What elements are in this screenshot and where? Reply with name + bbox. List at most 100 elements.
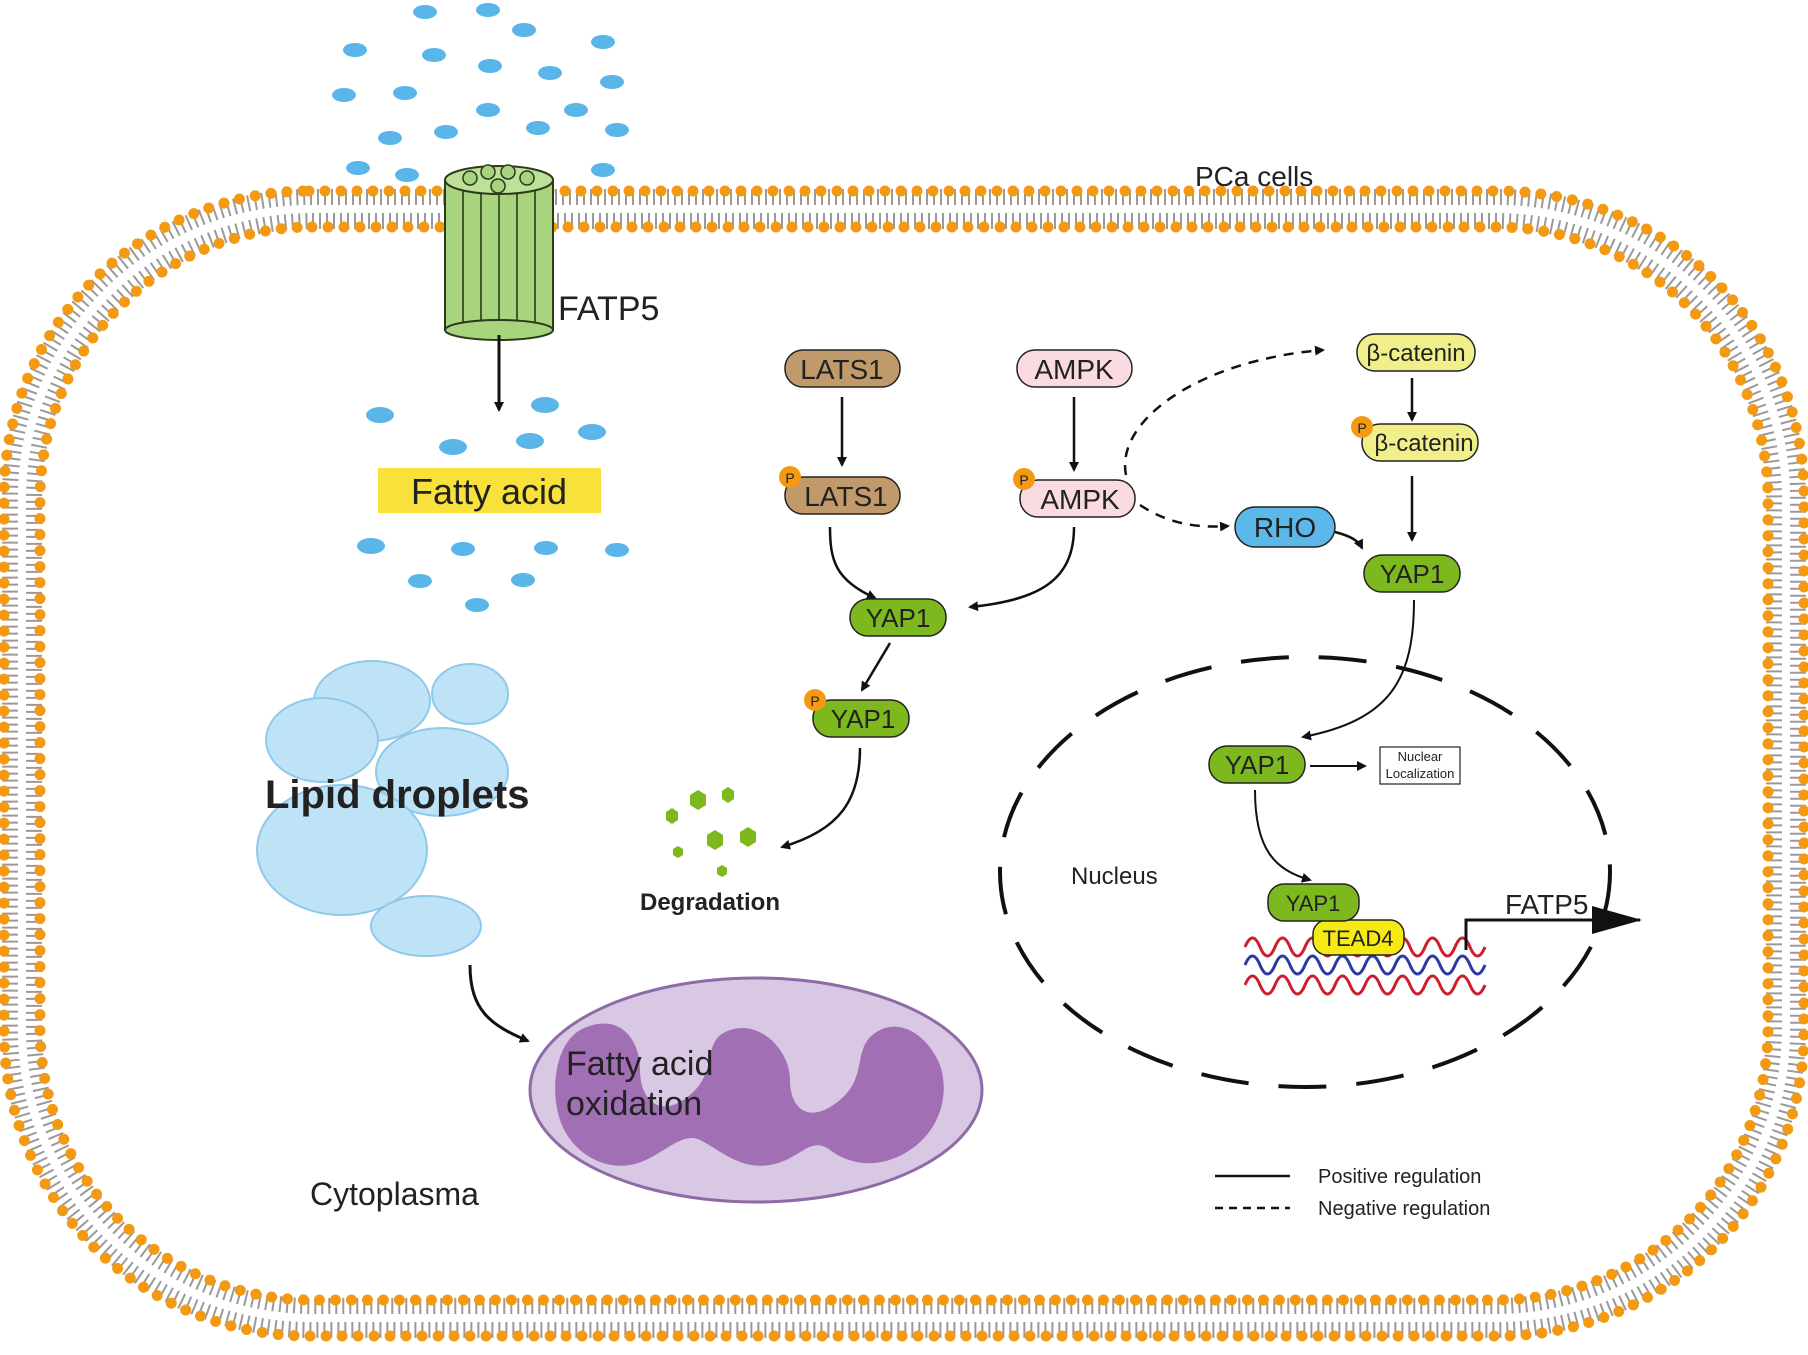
node-p-yap1: YAP1 P bbox=[804, 689, 910, 738]
nucleus-label: Nucleus bbox=[1071, 863, 1158, 890]
node-p-ampk: AMPK P bbox=[1013, 468, 1136, 518]
fatty-acid-molecule bbox=[439, 439, 467, 455]
rho-to-yap1-arrow bbox=[1334, 530, 1364, 550]
protein-fragment bbox=[722, 787, 734, 803]
fatty-acid-molecule bbox=[465, 598, 489, 612]
legend: Positive regulation Negative regulation bbox=[1215, 1166, 1490, 1220]
lipid-droplet bbox=[265, 697, 379, 783]
extracellular-fatty-acids bbox=[332, 3, 629, 182]
fatty-acid-label: Fatty acid bbox=[411, 471, 567, 512]
fatp5-transporter bbox=[444, 164, 554, 341]
yap1-box bbox=[849, 598, 947, 637]
ampk-label: AMPK bbox=[1034, 354, 1114, 385]
protein-fragment bbox=[690, 790, 706, 810]
fatty-acid-molecule bbox=[511, 573, 535, 587]
fatty-acid-molecule bbox=[395, 168, 419, 182]
intracellular-fatty-acids-lower bbox=[357, 538, 629, 612]
membrane-heads-outer bbox=[0, 185, 1808, 1342]
beta-catenin-label: β-catenin bbox=[1366, 340, 1465, 367]
p-ampk-box bbox=[1019, 479, 1136, 518]
node-tead4: TEAD4 bbox=[1312, 919, 1405, 956]
intracellular-fatty-acids bbox=[366, 397, 606, 455]
phosphate-badge bbox=[1013, 468, 1035, 490]
gene-label: FATP5 bbox=[1505, 889, 1589, 920]
phosphate-mark: P bbox=[1357, 420, 1366, 436]
fatty-acid-molecule bbox=[476, 3, 500, 17]
node-yap1-activated: YAP1 bbox=[1363, 554, 1461, 593]
mitochondrion bbox=[528, 976, 984, 1204]
channel-top-ring bbox=[519, 170, 535, 186]
yap1-phospho-arrow bbox=[860, 642, 892, 692]
channel-top-ring bbox=[480, 164, 496, 180]
yap1-degradation-arrow bbox=[780, 747, 862, 850]
fatty-acid-molecule bbox=[564, 103, 588, 117]
lipid-droplet bbox=[256, 784, 428, 916]
yap1-nuclear-import-arrow bbox=[1301, 599, 1415, 741]
nuclear-localization-line2: Localization bbox=[1386, 766, 1455, 781]
fatty-acid-molecule bbox=[591, 35, 615, 49]
yap1-box bbox=[1267, 883, 1360, 922]
fatty-acid-highlight bbox=[378, 468, 601, 513]
lipolysis-arrow bbox=[468, 964, 530, 1043]
membrane-tails-outer bbox=[2, 189, 1806, 1338]
lipid-droplet bbox=[431, 663, 509, 725]
p-lats1-label: LATS1 bbox=[804, 481, 888, 512]
ampk-box bbox=[1016, 349, 1133, 388]
lipid-droplets bbox=[256, 660, 509, 957]
node-yap1-cytoplasmic: YAP1 bbox=[849, 598, 947, 637]
cell-membrane bbox=[0, 185, 1808, 1342]
node-p-beta-catenin: β-catenin P bbox=[1351, 416, 1479, 462]
nuclear-localization-line1: Nuclear bbox=[1398, 749, 1443, 764]
fatty-acid-molecule bbox=[512, 23, 536, 37]
lats1-to-yap1-arrow bbox=[828, 526, 877, 600]
tead4-label: TEAD4 bbox=[1323, 926, 1394, 951]
node-beta-catenin: β-catenin bbox=[1356, 333, 1476, 372]
protein-fragment bbox=[666, 808, 678, 824]
rho-box bbox=[1234, 506, 1336, 548]
membrane-tails-inner bbox=[26, 213, 1782, 1314]
ampk-to-yap1-arrow bbox=[968, 526, 1076, 612]
fatty-acid-molecule bbox=[476, 103, 500, 117]
lats1-label: LATS1 bbox=[800, 354, 884, 385]
legend-positive-label: Positive regulation bbox=[1318, 1166, 1481, 1188]
yap1-label: YAP1 bbox=[1286, 891, 1341, 916]
ampk-to-beta-catenin-arrow bbox=[1123, 345, 1325, 476]
transcription-arrow bbox=[1464, 906, 1642, 950]
dna-strand-blue bbox=[1243, 954, 1487, 976]
fatty-acid-molecule bbox=[605, 543, 629, 557]
fatty-acid-molecule bbox=[408, 574, 432, 588]
yap1-label: YAP1 bbox=[1225, 750, 1290, 780]
phosphate-badge bbox=[804, 689, 826, 711]
tead4-box bbox=[1312, 919, 1405, 956]
p-lats1-box bbox=[784, 476, 901, 515]
phosphate-mark: P bbox=[785, 470, 794, 486]
yap1-label: YAP1 bbox=[1380, 559, 1445, 589]
fatty-acid-molecule bbox=[357, 538, 385, 554]
fao-label-line2: oxidation bbox=[566, 1085, 702, 1123]
node-yap1-nuclear: YAP1 bbox=[1208, 745, 1306, 784]
yap1-label: YAP1 bbox=[866, 603, 931, 633]
fatty-acid-molecule bbox=[451, 542, 475, 556]
protein-fragment bbox=[740, 827, 756, 847]
fatty-acid-molecule bbox=[422, 48, 446, 62]
cell-type-label: PCa cells bbox=[1195, 161, 1313, 192]
phosphate-badge bbox=[779, 466, 801, 488]
protein-fragment bbox=[707, 830, 723, 850]
fatty-acid-molecule bbox=[578, 424, 606, 440]
rho-label: RHO bbox=[1254, 512, 1316, 543]
protein-fragment bbox=[673, 846, 683, 858]
channel-top-ring bbox=[490, 178, 506, 194]
node-ampk: AMPK bbox=[1016, 349, 1133, 388]
fatty-acid-molecule bbox=[516, 433, 544, 449]
fatty-acid-molecule bbox=[600, 75, 624, 89]
fatty-acid-molecule bbox=[434, 125, 458, 139]
fatty-acid-molecule bbox=[534, 541, 558, 555]
fatty-acid-molecule bbox=[393, 86, 417, 100]
node-yap1-dna-bound: YAP1 bbox=[1267, 883, 1360, 922]
legend-negative-label: Negative regulation bbox=[1318, 1198, 1490, 1220]
channel-top-ring bbox=[462, 170, 478, 186]
yap1-box bbox=[1208, 745, 1306, 784]
node-lats1: LATS1 bbox=[784, 349, 901, 388]
fatty-acid-molecule bbox=[538, 66, 562, 80]
